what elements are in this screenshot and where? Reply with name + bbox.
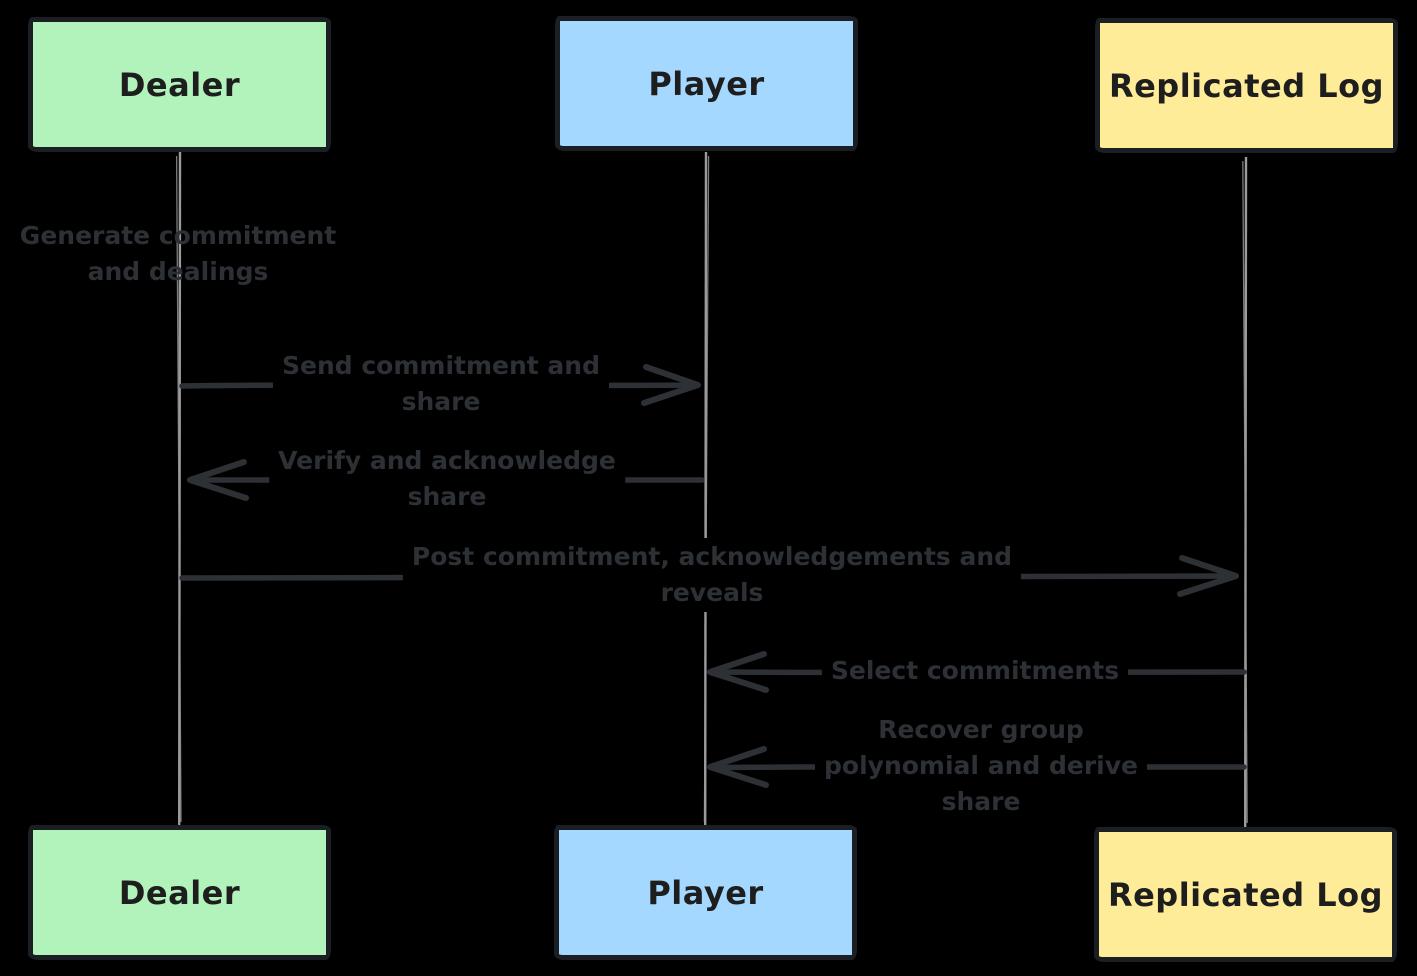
actor-box-player-bottom: Player — [554, 825, 857, 960]
message-text-line: Verify and acknowledge — [278, 446, 616, 475]
lifeline-player — [703, 151, 710, 829]
message-text-line: Send commitment and — [282, 351, 600, 380]
message-text-line: Generate commitment — [19, 221, 337, 250]
message-text-line: share — [941, 787, 1021, 816]
message-text-line: share — [401, 387, 481, 416]
message-text-line: Select commitments — [830, 656, 1120, 685]
actor-label-replicated-log: Replicated Log — [1108, 66, 1385, 105]
message-note-generate-commitment: Generate commitment and dealings — [16, 217, 340, 291]
message-label-verify-acknowledge: Verify and acknowledge share — [269, 442, 625, 516]
message-label-select-commitments: Select commitments — [821, 652, 1129, 690]
actor-label-replicated-log: Replicated Log — [1107, 875, 1384, 914]
message-text-line: Recover group — [878, 715, 1084, 744]
actor-box-replicated-log-top: Replicated Log — [1095, 18, 1398, 153]
message-text-line: Post commitment, acknowledgements and — [411, 542, 1013, 571]
message-label-post-commitment: Post commitment, acknowledgements and re… — [402, 538, 1022, 612]
message-label-send-commitment: Send commitment and share — [273, 347, 609, 421]
actor-box-player-top: Player — [555, 16, 858, 151]
message-text-line: polynomial and derive — [824, 751, 1138, 780]
message-label-recover-polynomial: Recover group polynomial and derive shar… — [815, 711, 1147, 821]
message-text-line: share — [407, 482, 487, 511]
actor-label-player: Player — [647, 873, 764, 912]
actor-box-replicated-log-bottom: Replicated Log — [1094, 827, 1397, 962]
actor-box-dealer-top: Dealer — [28, 17, 331, 152]
message-text-line: and dealings — [87, 257, 269, 286]
lifeline-replicated-log — [1242, 156, 1248, 829]
actor-label-dealer: Dealer — [118, 65, 241, 104]
message-text-line: reveals — [660, 578, 764, 607]
actor-label-player: Player — [648, 64, 765, 103]
actor-label-dealer: Dealer — [118, 873, 241, 912]
lifeline-dealer — [175, 151, 182, 829]
actor-box-dealer-bottom: Dealer — [28, 825, 331, 960]
